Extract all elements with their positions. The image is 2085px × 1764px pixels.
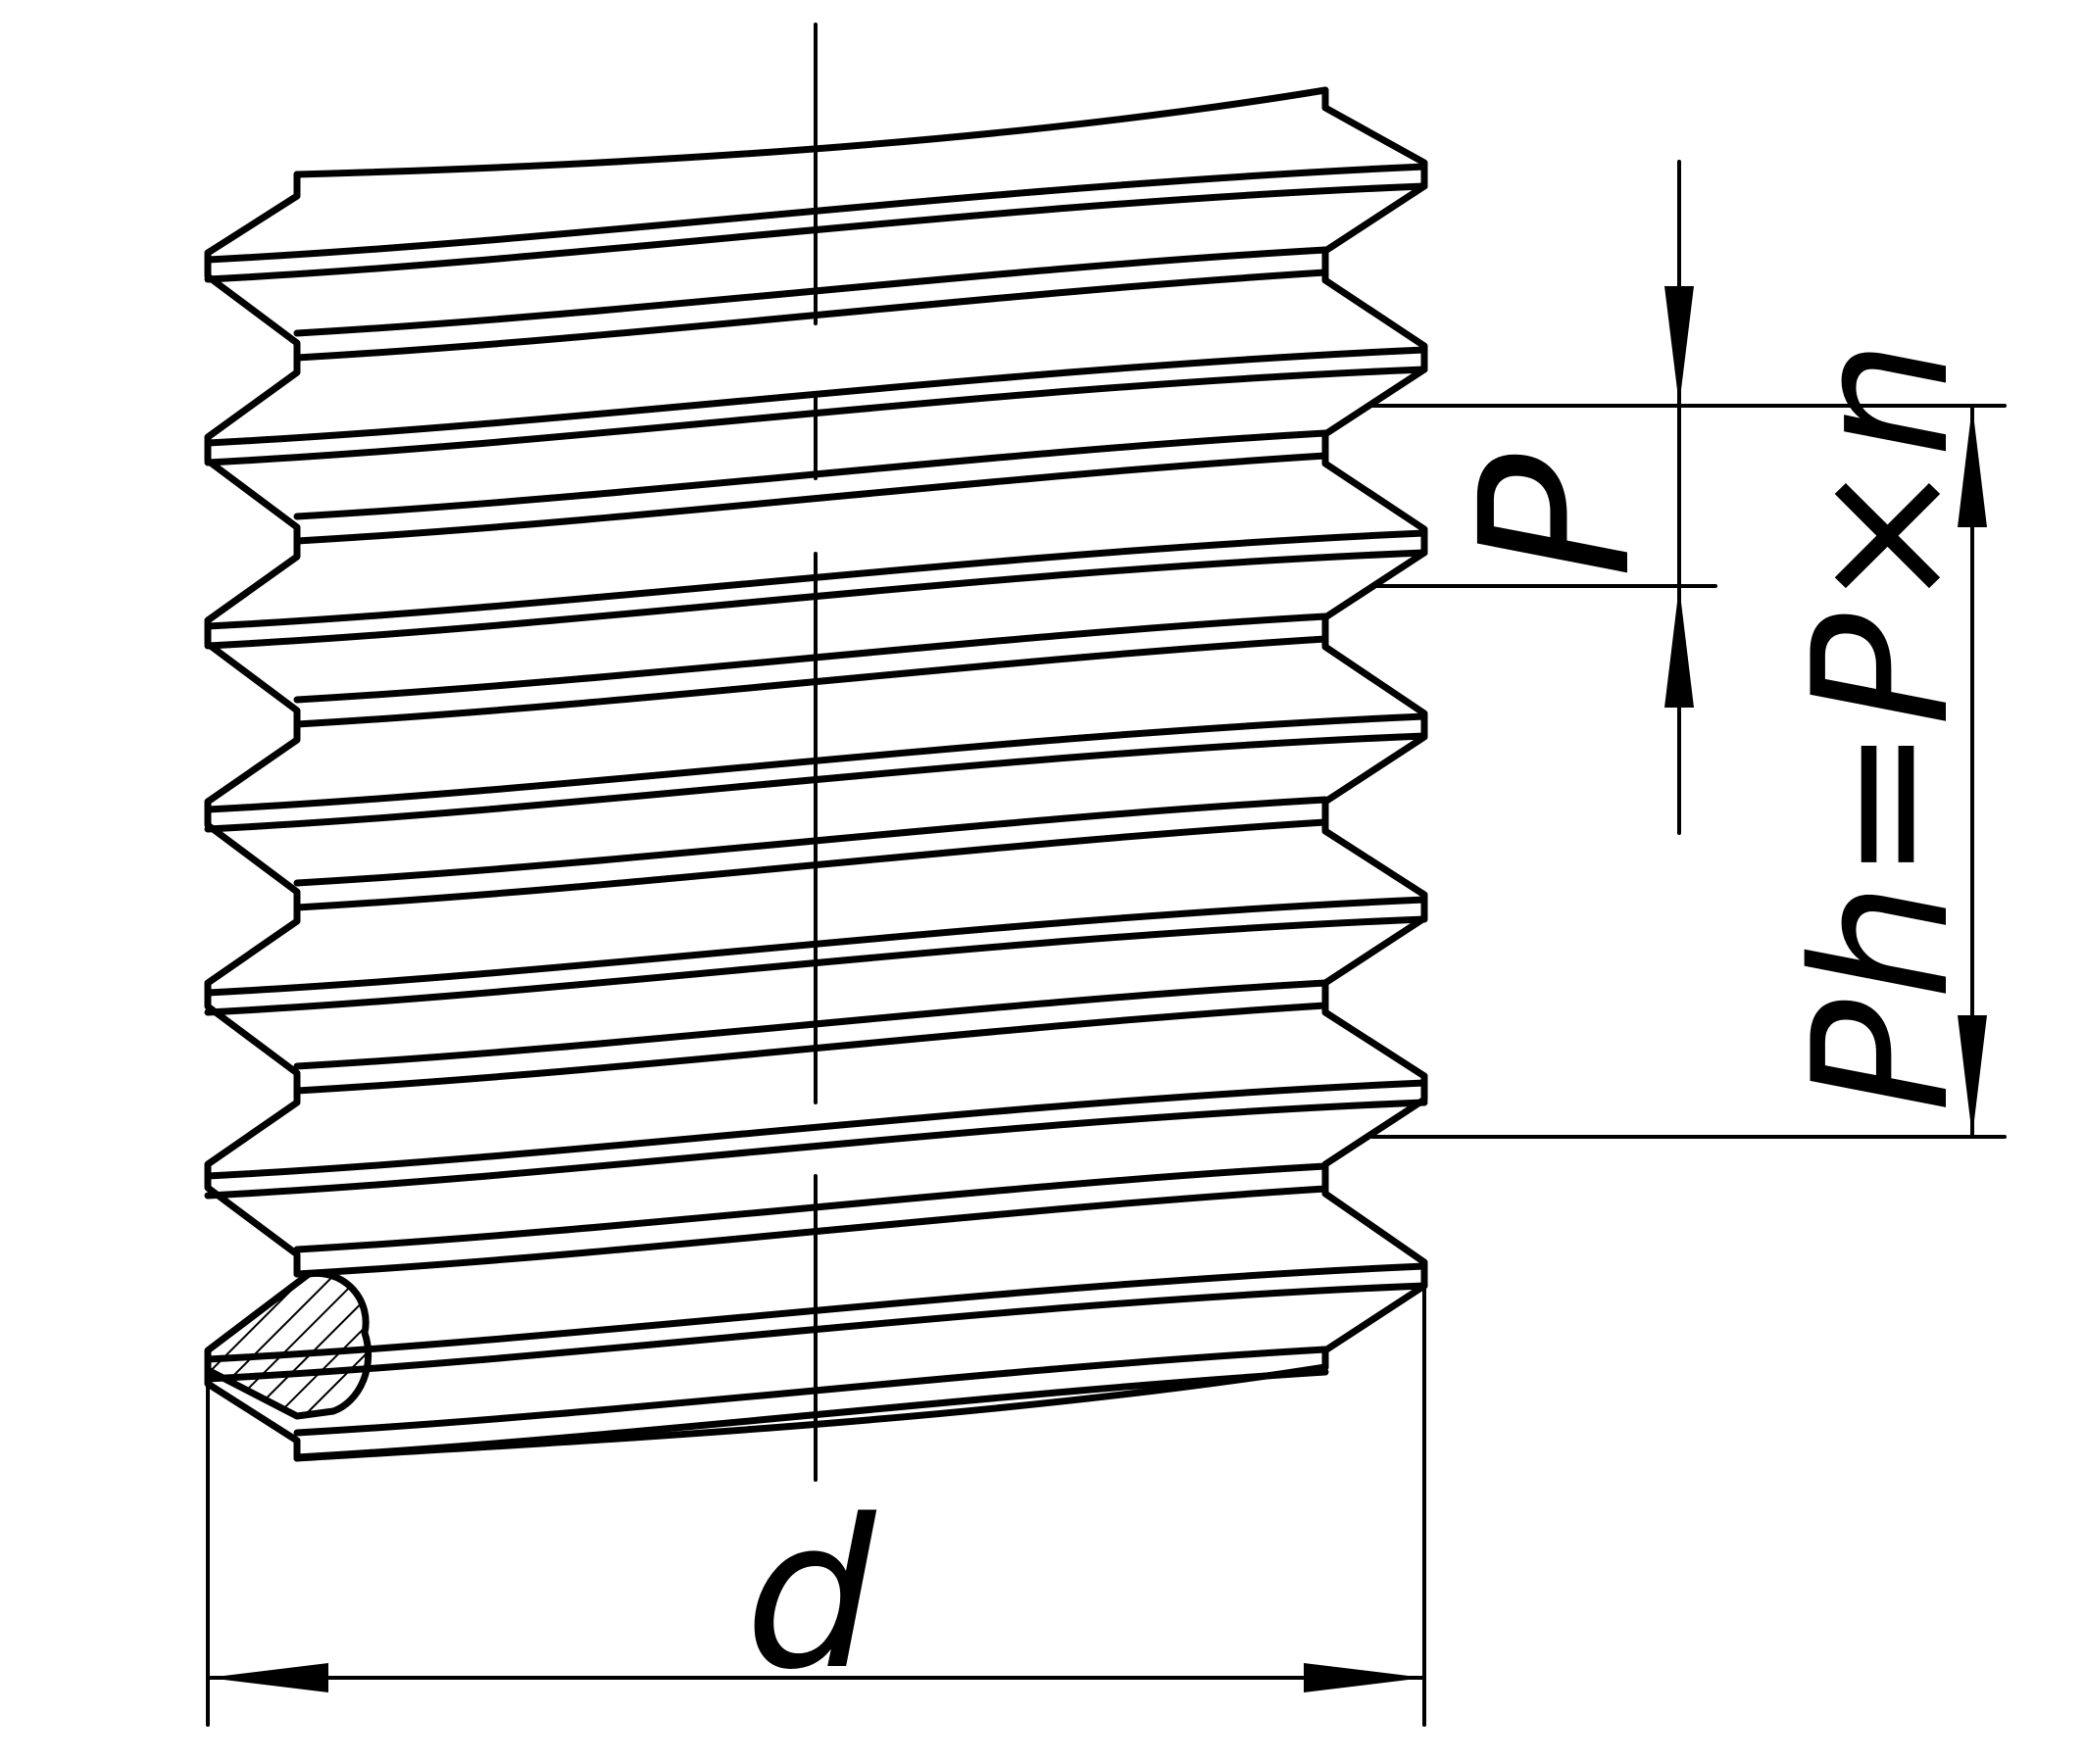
- thread-root-line: [293, 429, 1329, 520]
- thread-root-line: [293, 635, 1329, 728]
- diameter-label: d: [745, 1475, 877, 1715]
- thread-root-line: [293, 269, 1329, 362]
- arrowhead-right: [1304, 1663, 1424, 1692]
- pitch-arrow-bottom: [1664, 586, 1694, 708]
- left-profile-zigzag: [204, 171, 301, 1278]
- thread-root-line: [293, 1162, 1329, 1253]
- thread-helix-lines: [204, 163, 1428, 1461]
- bottom-break-edge: [293, 1363, 1329, 1462]
- thread-crest-line: [204, 896, 1428, 997]
- thread-crest-line: [204, 346, 1428, 447]
- arrowhead-left: [208, 1663, 328, 1692]
- thread-root-line: [293, 818, 1329, 911]
- thread-root-line: [293, 796, 1329, 887]
- thread-root-line: [293, 1185, 1329, 1278]
- section-cutaway: [204, 1269, 372, 1420]
- thread-root-line: [293, 612, 1329, 704]
- thread-crest-line: [204, 915, 1428, 1016]
- top-break-edge: [293, 86, 1329, 178]
- section-outline: [204, 1269, 372, 1420]
- thread-profile-right-edge: [1321, 86, 1428, 1371]
- thread-root-line: [293, 1002, 1329, 1095]
- thread-crest-line: [204, 712, 1428, 813]
- thread-root-line: [293, 979, 1329, 1070]
- thread-crest-line: [204, 732, 1428, 833]
- pitch-label: P: [1436, 454, 1676, 578]
- lead-label: Ph=P×n: [1773, 340, 1990, 1112]
- thread-crest-line: [204, 1282, 1428, 1383]
- thread-profile-left-edge: [204, 171, 301, 1462]
- thread-crest-line: [204, 529, 1428, 630]
- thread-crest-line: [204, 163, 1428, 264]
- thread-root-line: [293, 452, 1329, 545]
- pitch-arrow-top: [1664, 286, 1694, 406]
- diameter-dimension: d: [206, 1272, 1426, 1727]
- thread-root-line: [293, 1368, 1329, 1461]
- thread-crest-line: [204, 366, 1428, 466]
- thread-crest-line: [204, 182, 1428, 283]
- thread-crest-line: [204, 1262, 1428, 1363]
- pitch-dimension: P: [1370, 160, 2007, 835]
- thread-crest-line: [204, 1079, 1428, 1180]
- thread-root-line: [293, 246, 1329, 337]
- thread-root-line: [293, 1346, 1329, 1437]
- lead-arrow-bottom: [1958, 1015, 1987, 1137]
- right-profile-zigzag: [1321, 86, 1428, 1371]
- thread-crest-line: [204, 549, 1428, 650]
- lead-arrow-top: [1958, 406, 1987, 527]
- lead-dimension: Ph=P×n: [1370, 340, 2007, 1139]
- thread-crest-line: [204, 1099, 1428, 1200]
